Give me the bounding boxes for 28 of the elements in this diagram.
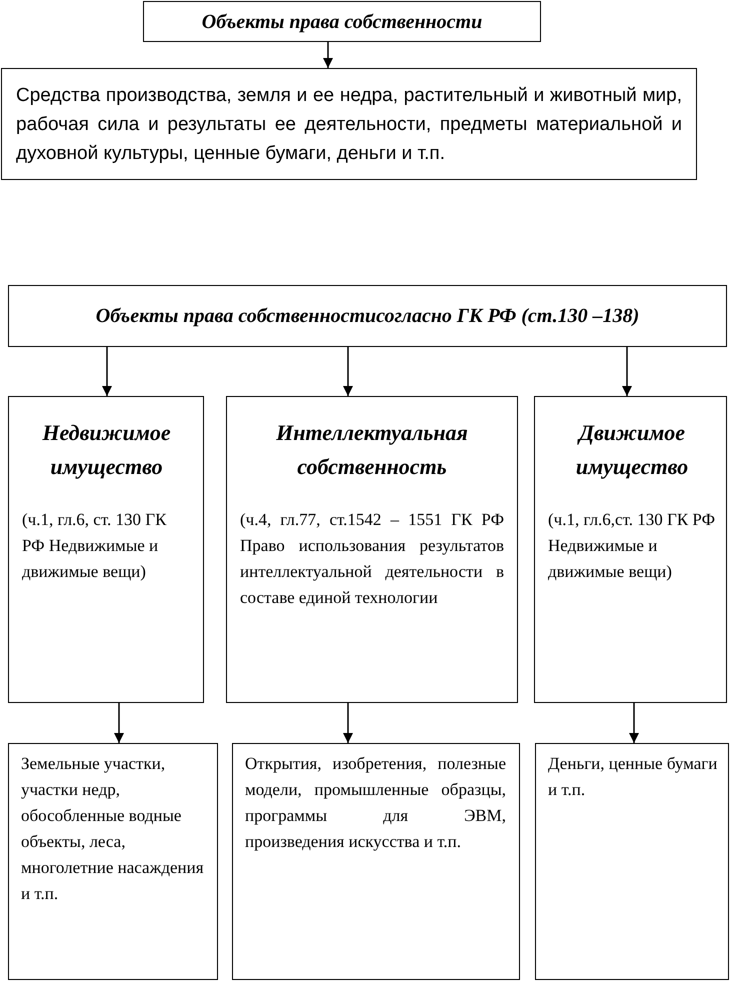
category-heading: Движимое имущество — [574, 419, 690, 481]
category-box — [534, 396, 727, 703]
examples-box — [232, 743, 520, 980]
arrow — [114, 703, 124, 743]
arrow — [629, 703, 639, 743]
body-text: (ч.1, гл.6,ст. 130 ГК РФ Недвижимые и движимые вещи) — [548, 509, 716, 583]
heading-text: Объекты права собственностисогласно ГК РФ (ст.130 –138) — [96, 304, 640, 328]
category-box — [226, 396, 518, 703]
body-text: Деньги, ценные бумаги и т.п. — [548, 753, 718, 801]
description-box — [1, 68, 697, 180]
arrow — [343, 347, 353, 396]
heading-box — [8, 285, 727, 347]
examples-box — [535, 743, 729, 980]
body-text: (ч.4, гл.77, ст.1542 – 1551 ГК РФ Право использования результатов интеллектуальной деятельности в составе единой технологии — [240, 509, 504, 609]
category-box — [8, 396, 204, 703]
examples-box — [8, 743, 218, 980]
category-heading: Интеллектуальная собственность — [275, 419, 469, 481]
category-heading: Недвижимое имущество — [41, 419, 172, 481]
heading-text: Объекты права собственности — [202, 10, 482, 34]
body-text: Открытия, изобретения, полезные модели, промышленные образцы, программы для ЭВМ, произведения искусства и т.п. — [245, 753, 506, 853]
arrow — [323, 42, 333, 68]
arrow — [622, 347, 632, 396]
body-text: Средства производства, земля и ее недра, растительный и животный мир, рабочая сила и результаты ее деятельности, предметы материальной и духовной культуры, ценные бумаги, деньги и т.п. — [16, 84, 682, 166]
arrow — [343, 703, 353, 743]
arrow — [102, 347, 112, 396]
heading-box — [143, 1, 541, 42]
body-text: (ч.1, гл.6, ст. 130 ГК РФ Недвижимые и движимые вещи) — [22, 509, 168, 583]
body-text: Земельные участки, участки недр, обособленные водные объекты, леса, многолетние насаждения и т.п. — [21, 753, 205, 905]
